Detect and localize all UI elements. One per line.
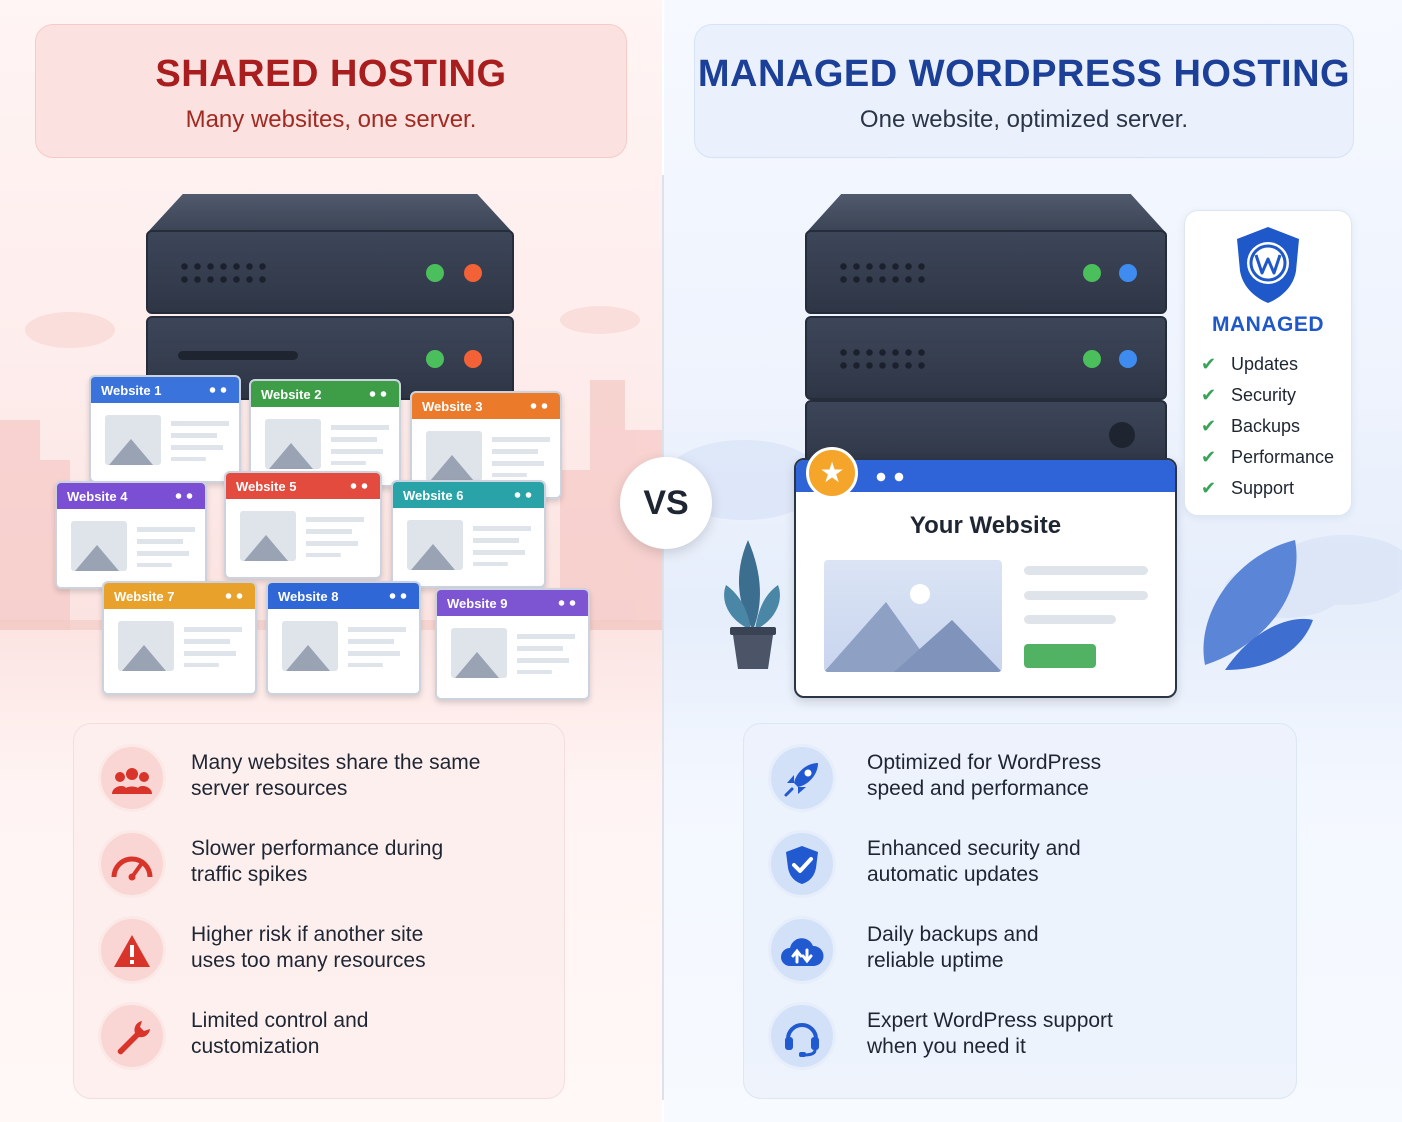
feature-row: Expert WordPress support when you need i… bbox=[768, 1002, 1320, 1072]
website-card: Website 8 bbox=[266, 581, 421, 695]
power-button-icon bbox=[1109, 422, 1135, 448]
vent-grille-icon bbox=[837, 346, 927, 372]
status-led-blue bbox=[1119, 264, 1137, 282]
website-card: Website 2 bbox=[249, 379, 401, 487]
shared-hosting-header: SHARED HOSTING Many websites, one server… bbox=[35, 24, 627, 158]
check-icon: ✔ bbox=[1201, 354, 1217, 374]
shared-hosting-subtitle: Many websites, one server. bbox=[185, 106, 477, 133]
wordpress-shield-icon bbox=[1237, 227, 1299, 303]
feature-text: Higher risk if another site uses too man… bbox=[191, 923, 426, 972]
website-card-label: Website 9 bbox=[447, 596, 508, 611]
image-placeholder-icon bbox=[407, 520, 463, 570]
headset-icon bbox=[768, 1002, 836, 1070]
status-led-green bbox=[426, 350, 444, 368]
wrench-icon bbox=[98, 1002, 166, 1070]
check-icon: ✔ bbox=[1201, 385, 1217, 405]
image-placeholder-icon bbox=[118, 621, 174, 671]
shared-hosting-features: Many websites share the same server reso… bbox=[73, 723, 565, 1099]
status-led-blue bbox=[1119, 350, 1137, 368]
your-website-card: Your Website bbox=[794, 458, 1177, 698]
website-card: Website 7 bbox=[102, 581, 257, 695]
managed-hosting-title: MANAGED WORDPRESS HOSTING bbox=[697, 53, 1351, 95]
cloud-sync-icon bbox=[768, 916, 836, 984]
feature-text: Limited control and customization bbox=[191, 1009, 369, 1058]
image-placeholder-icon bbox=[71, 521, 127, 571]
status-led-green bbox=[1083, 264, 1101, 282]
feature-text: Daily backups and reliable uptime bbox=[867, 923, 1039, 972]
drive-slot bbox=[178, 351, 298, 360]
image-placeholder-icon bbox=[824, 560, 1002, 672]
cta-button-placeholder bbox=[1024, 644, 1096, 668]
status-led-orange bbox=[464, 350, 482, 368]
feature-row: Many websites share the same server reso… bbox=[98, 744, 588, 814]
managed-label: MANAGED bbox=[1212, 313, 1324, 336]
speedometer-icon bbox=[98, 830, 166, 898]
status-led-green bbox=[1083, 350, 1101, 368]
feature-row: Optimized for WordPress speed and perfor… bbox=[768, 744, 1320, 814]
managed-hosting-subtitle: One website, optimized server. bbox=[859, 106, 1189, 133]
website-card-label: Website 2 bbox=[261, 387, 322, 402]
feature-row: Enhanced security and automatic updates bbox=[768, 830, 1320, 900]
website-card-label: Website 6 bbox=[403, 488, 464, 503]
vent-grille-icon bbox=[837, 260, 927, 286]
window-dots-icon bbox=[872, 472, 904, 482]
image-placeholder-icon bbox=[451, 628, 507, 678]
website-card: Website 5 bbox=[224, 471, 382, 579]
feature-text: Enhanced security and automatic updates bbox=[867, 837, 1081, 886]
leaf-illustration bbox=[1203, 540, 1313, 670]
rocket-icon bbox=[768, 744, 836, 812]
website-card: Website 1 bbox=[89, 375, 241, 483]
website-card: Website 9 bbox=[435, 588, 590, 700]
managed-hosting-features: Optimized for WordPress speed and perfor… bbox=[743, 723, 1297, 1099]
check-icon: ✔ bbox=[1201, 478, 1217, 498]
image-placeholder-icon bbox=[105, 415, 161, 465]
star-icon: ★ bbox=[806, 447, 858, 499]
managed-item-updates: ✔Updates bbox=[1201, 354, 1299, 374]
image-placeholder-icon bbox=[426, 431, 482, 481]
website-card-label: Website 4 bbox=[67, 489, 128, 504]
plant-pot-illustration bbox=[724, 540, 780, 669]
status-led-orange bbox=[464, 264, 482, 282]
check-icon: ✔ bbox=[1201, 447, 1217, 467]
website-card-label: Website 5 bbox=[236, 479, 297, 494]
managed-hosting-header: MANAGED WORDPRESS HOSTING One website, o… bbox=[694, 24, 1354, 158]
vs-badge: VS bbox=[620, 457, 712, 549]
website-card: Website 4 bbox=[55, 481, 207, 589]
website-card: Website 6 bbox=[391, 480, 546, 588]
feature-text: Optimized for WordPress speed and perfor… bbox=[867, 751, 1102, 800]
managed-features-panel: MANAGED ✔Updates ✔Security ✔Backups ✔Per… bbox=[1184, 210, 1352, 516]
feature-text: Expert WordPress support when you need i… bbox=[867, 1009, 1113, 1058]
managed-item-security: ✔Security bbox=[1201, 385, 1297, 405]
feature-text: Many websites share the same server reso… bbox=[191, 751, 481, 800]
shared-hosting-title: SHARED HOSTING bbox=[155, 53, 507, 95]
managed-item-performance: ✔Performance bbox=[1201, 447, 1335, 467]
website-card-label: Website 8 bbox=[278, 589, 339, 604]
status-led-green bbox=[426, 264, 444, 282]
check-icon: ✔ bbox=[1201, 416, 1217, 436]
feature-row: Daily backups and reliable uptime bbox=[768, 916, 1320, 986]
managed-item-support: ✔Support bbox=[1201, 478, 1295, 498]
users-icon bbox=[98, 744, 166, 812]
website-card-label: Website 1 bbox=[101, 383, 162, 398]
website-card: Website 3 bbox=[410, 391, 562, 499]
managed-item-backups: ✔Backups bbox=[1201, 416, 1301, 436]
feature-row: Slower performance during traffic spikes bbox=[98, 830, 588, 900]
image-placeholder-icon bbox=[240, 511, 296, 561]
shield-check-icon bbox=[768, 830, 836, 898]
feature-row: Limited control and customization bbox=[98, 1002, 588, 1072]
center-divider bbox=[662, 175, 664, 1100]
your-website-title: Your Website bbox=[909, 512, 1062, 539]
feature-row: Higher risk if another site uses too man… bbox=[98, 916, 588, 986]
vent-grille-icon bbox=[178, 260, 268, 286]
feature-text: Slower performance during traffic spikes bbox=[191, 837, 444, 886]
warning-icon bbox=[98, 916, 166, 984]
website-card-label: Website 7 bbox=[114, 589, 175, 604]
image-placeholder-icon bbox=[282, 621, 338, 671]
website-card-label: Website 3 bbox=[422, 399, 483, 414]
image-placeholder-icon bbox=[265, 419, 321, 469]
